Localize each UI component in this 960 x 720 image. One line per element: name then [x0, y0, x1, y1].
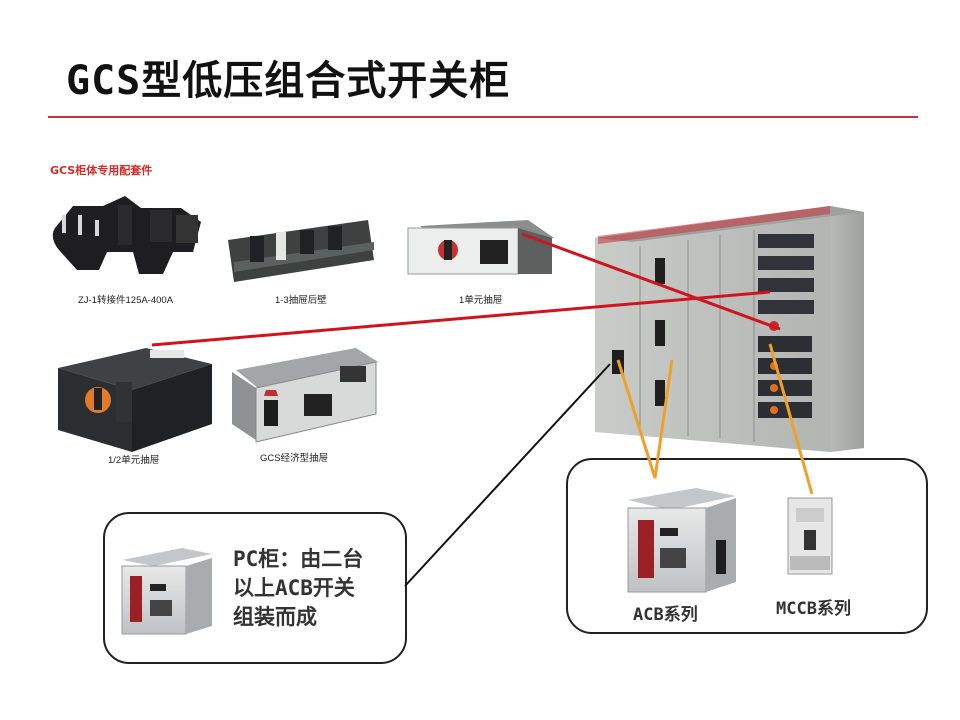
- pc-callout-line-3: 组装而成: [233, 605, 317, 629]
- caption-rear-wall: 1-3抽屉后壁: [275, 295, 327, 306]
- red-connector-half-drawer: [151, 290, 771, 347]
- unit-drawer-part-image: [407, 220, 554, 275]
- mccb-breaker-image: [787, 497, 833, 575]
- adapter-part-image: [52, 196, 201, 274]
- acb-breaker-image: [627, 488, 736, 593]
- breaker-series-box: [566, 458, 928, 634]
- half-unit-drawer-part-image: [58, 348, 212, 452]
- pc-callout-text: PC柜：由二台 以上ACB开关 组装而成: [233, 545, 363, 632]
- title-rule: [48, 116, 918, 118]
- caption-adapter: ZJ-1转接件125A-400A: [78, 295, 174, 306]
- pc-callout-line-1: PC柜：由二台: [233, 547, 364, 571]
- kit-heading: GCS柜体专用配套件: [50, 164, 153, 177]
- pc-callout-breaker-image: [121, 548, 212, 635]
- economy-drawer-part-image: [232, 348, 378, 443]
- black-connector-pc: [404, 363, 611, 587]
- orange-connector-acb: [616, 359, 674, 479]
- caption-unit-drawer: 1单元抽屉: [459, 295, 503, 306]
- caption-economy-drawer: GCS经济型抽屉: [260, 453, 329, 464]
- pc-callout-line-2: 以上ACB开关: [233, 576, 355, 600]
- caption-half-unit-drawer: 1/2单元抽屉: [108, 455, 160, 466]
- mccb-series-label: MCCB系列: [776, 599, 851, 619]
- switchgear-cabinet-image: [595, 206, 864, 452]
- rear-wall-part-image: [228, 220, 374, 282]
- red-connector-unit-drawer: [521, 232, 781, 331]
- orange-connector-mccb: [768, 343, 814, 495]
- slide-title: GCS型低压组合式开关柜: [66, 58, 511, 104]
- acb-series-label: ACB系列: [633, 605, 698, 625]
